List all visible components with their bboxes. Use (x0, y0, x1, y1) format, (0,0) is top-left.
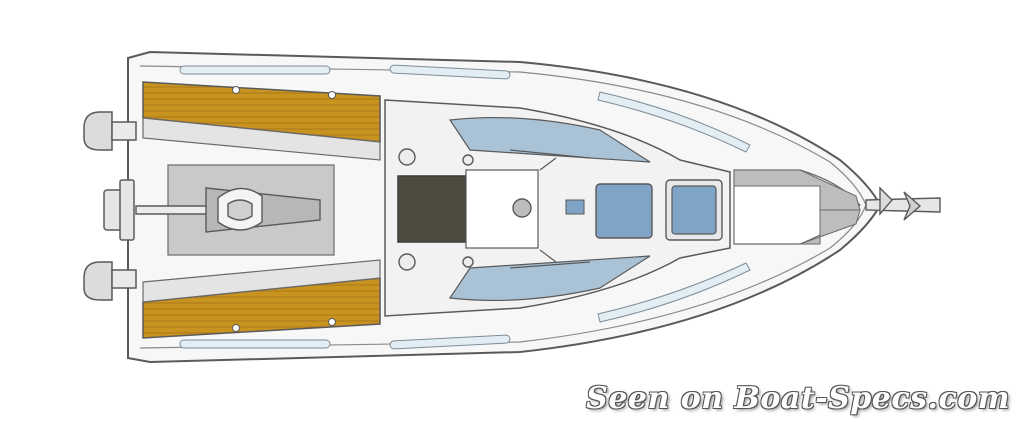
small-hatch (565, 199, 585, 215)
bowsprit (865, 186, 941, 221)
deckhouse-window-bottom (448, 255, 651, 302)
winches (398, 148, 474, 271)
rudder-top (83, 111, 137, 151)
transom-fitting (103, 179, 135, 241)
watermark-text: Seen on Boat-Specs.com (586, 381, 1010, 416)
deckhouse-window-top (448, 116, 651, 163)
fore-hatch-1 (595, 183, 653, 239)
tiller (135, 187, 321, 233)
deck-strips (179, 64, 751, 350)
companionway (397, 175, 467, 243)
fore-hatch-2 (671, 185, 717, 235)
sheet-tracks (509, 149, 591, 269)
seat-fittings (232, 86, 336, 332)
bow-wedge-bottom (799, 209, 861, 245)
mast-base (512, 198, 532, 218)
coaming (142, 117, 381, 303)
rudder-bottom (83, 261, 137, 301)
